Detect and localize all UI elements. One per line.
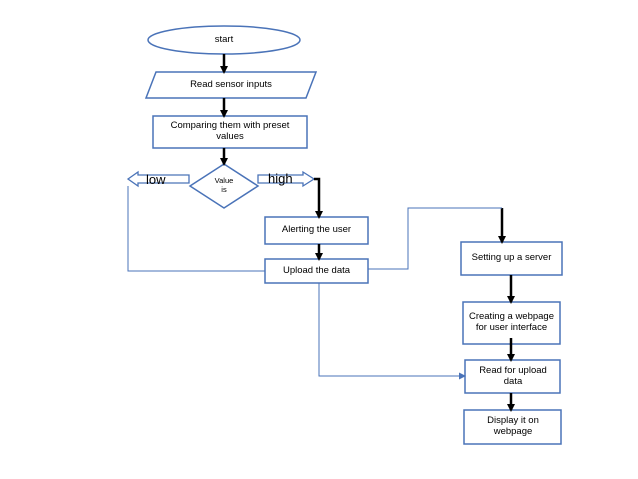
decision-diamond — [188, 163, 260, 209]
low-label: low — [146, 171, 166, 187]
connector-low-to-upload — [127, 186, 265, 272]
start-label: start — [214, 33, 234, 45]
read-upload-label: Read for upload data — [479, 364, 547, 387]
compare-label: Comparing them with preset values — [170, 120, 290, 142]
arrow-high-to-alert — [314, 177, 323, 219]
low-block-arrow — [126, 170, 190, 188]
server-process-box — [460, 241, 563, 276]
server-label: Setting up a server — [471, 252, 552, 264]
upload-label: Upload the data — [282, 264, 351, 276]
read-upload-process-box — [464, 359, 561, 394]
connector-upload-to-server — [368, 207, 502, 270]
alert-label: Alerting the user — [281, 224, 352, 236]
read-inputs-parallelogram — [144, 71, 318, 99]
high-block-arrow — [257, 170, 316, 188]
display-label: Display it on webpage — [487, 415, 539, 437]
display-process-box — [463, 409, 562, 445]
connector-upload-to-read-upload — [318, 283, 466, 380]
compare-process-box — [152, 115, 308, 149]
read-inputs-label: Read sensor inputs — [190, 78, 272, 90]
webpage-label: Creating a webpage for user interface — [468, 311, 555, 333]
decision-label: Value is — [214, 176, 234, 194]
high-label: high — [268, 170, 293, 186]
webpage-process-box — [462, 301, 561, 345]
